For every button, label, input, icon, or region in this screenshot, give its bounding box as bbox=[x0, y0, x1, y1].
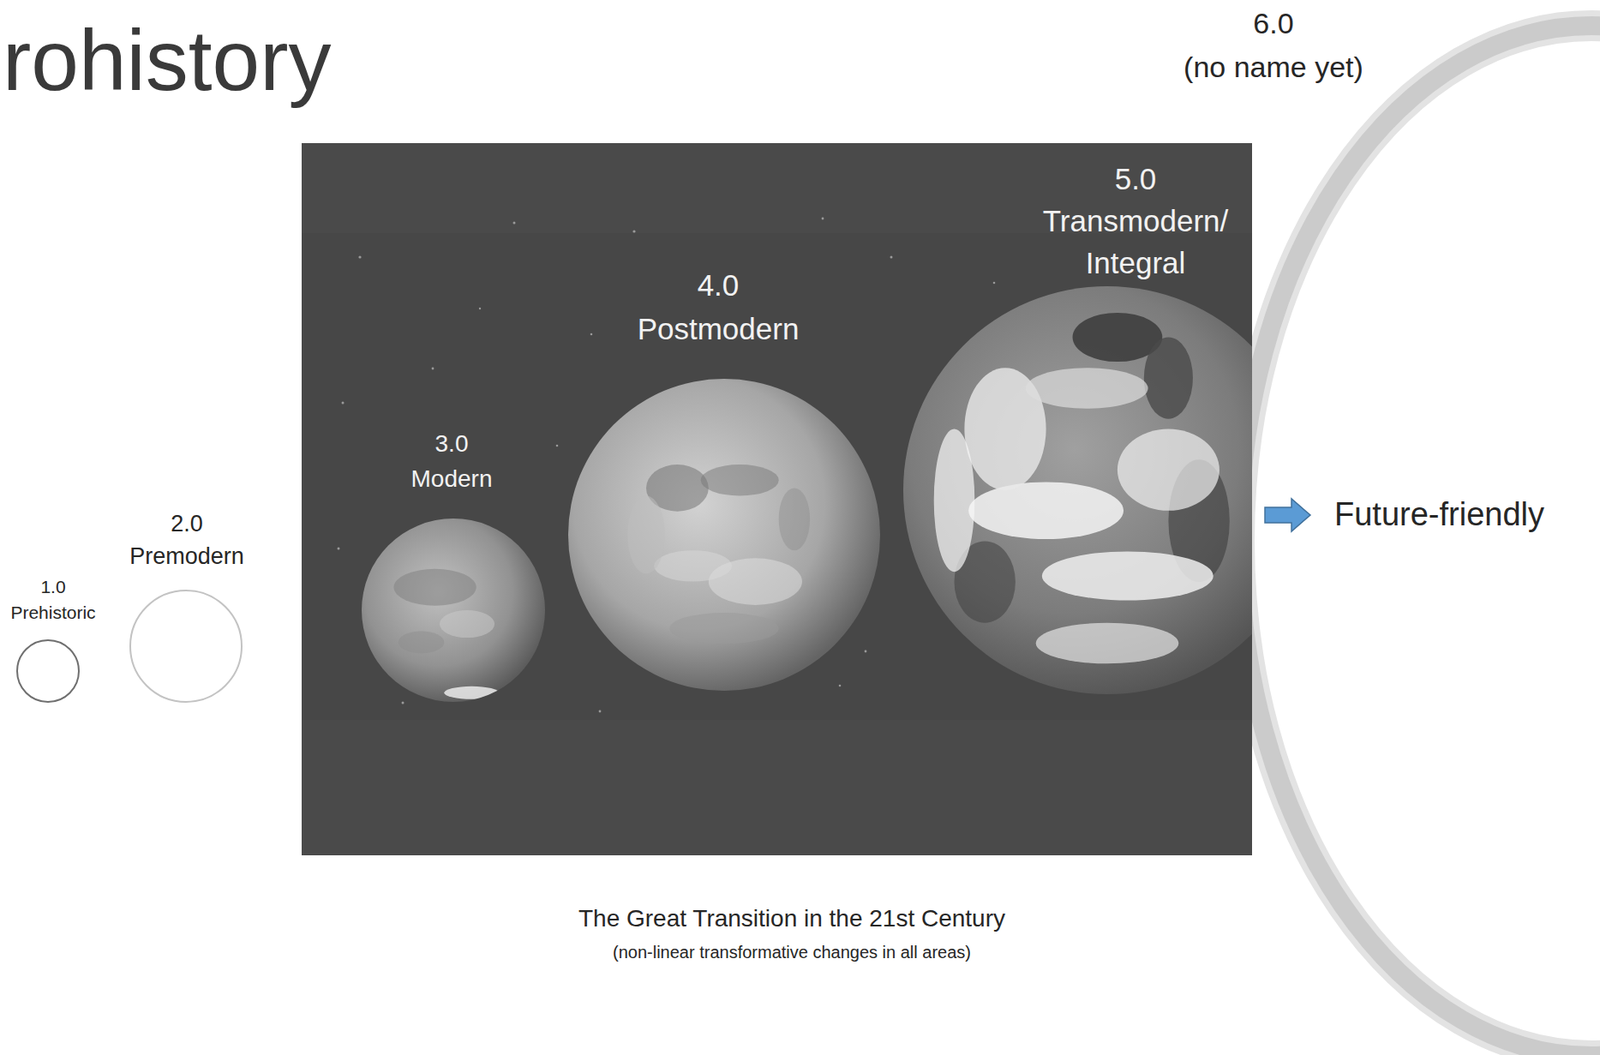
star bbox=[838, 684, 842, 688]
era-circle-outline bbox=[129, 589, 243, 703]
figure-caption: The Great Transition in the 21st Century bbox=[578, 904, 1006, 934]
caption-slot: The Great Transition in the 21st Century bbox=[578, 904, 1006, 934]
star bbox=[337, 547, 341, 551]
star bbox=[479, 307, 481, 310]
surface-feature bbox=[1117, 429, 1220, 511]
star bbox=[632, 229, 636, 233]
planet-surface bbox=[934, 312, 1230, 664]
star bbox=[821, 217, 825, 221]
outcome-label: Future-friendly bbox=[1334, 495, 1545, 535]
title-slot: rohistory bbox=[2, 17, 331, 103]
star bbox=[358, 255, 361, 258]
surface-feature bbox=[1042, 551, 1214, 600]
star bbox=[556, 444, 559, 448]
surface-feature bbox=[443, 686, 499, 700]
label-slot: (non-linear transformative changes in al… bbox=[612, 941, 971, 963]
era-label: 1.0 Prehistoric bbox=[10, 574, 96, 627]
star bbox=[590, 333, 594, 336]
surface-feature bbox=[701, 464, 780, 496]
surface-feature bbox=[934, 429, 976, 573]
era-label: 4.0 Postmodern bbox=[637, 263, 800, 352]
caption-note: (non-linear transformative changes in al… bbox=[612, 941, 971, 963]
era-label: 3.0 Modern bbox=[411, 426, 493, 497]
star bbox=[993, 281, 996, 285]
era-label: 6.0 (no name yet) bbox=[1183, 1, 1364, 90]
surface-feature bbox=[779, 487, 810, 551]
era-circle: 1.0 Prehistoric bbox=[8, 574, 98, 705]
planet-node: 3.0 Modern bbox=[359, 426, 547, 704]
star bbox=[599, 710, 602, 714]
surface-feature bbox=[393, 569, 476, 606]
planet-disc bbox=[568, 378, 881, 691]
star bbox=[401, 701, 405, 705]
era-circle: 2.0 Premodern bbox=[127, 508, 246, 705]
planet-illustration bbox=[361, 518, 546, 702]
planet-node: 4.0 Postmodern bbox=[566, 263, 882, 693]
planet-surface bbox=[627, 464, 810, 644]
page-title: rohistory bbox=[2, 17, 331, 103]
planet-illustration bbox=[903, 286, 1253, 695]
planet-surface bbox=[393, 569, 499, 700]
era-circle-outline bbox=[16, 639, 80, 703]
era-label: 2.0 Premodern bbox=[129, 508, 245, 574]
planet-illustration bbox=[568, 378, 881, 691]
planet-disc bbox=[903, 286, 1253, 695]
star bbox=[431, 367, 435, 371]
surface-feature bbox=[669, 612, 779, 644]
star bbox=[864, 650, 868, 654]
star-field bbox=[337, 217, 996, 714]
surface-feature bbox=[439, 610, 495, 638]
label-slot: Future-friendly bbox=[1334, 495, 1545, 535]
era-label: 5.0 Transmodern/ Integral bbox=[1042, 157, 1229, 284]
surface-feature bbox=[653, 550, 732, 582]
star bbox=[513, 221, 516, 225]
future-arc-halo bbox=[1239, 25, 1600, 1055]
surface-feature bbox=[1025, 367, 1149, 409]
star bbox=[341, 401, 345, 405]
space-image bbox=[301, 143, 1253, 856]
label-slot: 6.0 (no name yet) bbox=[1183, 1, 1364, 90]
planet-node: 5.0 Transmodern/ Integral bbox=[901, 157, 1254, 696]
surface-feature bbox=[1144, 337, 1193, 420]
surface-feature bbox=[1036, 623, 1180, 665]
surface-feature bbox=[627, 496, 666, 575]
block-arrow bbox=[1264, 498, 1311, 532]
surface-feature bbox=[398, 631, 445, 654]
star bbox=[890, 256, 893, 259]
planet-disc bbox=[361, 518, 546, 702]
circle-outline bbox=[17, 640, 79, 702]
surface-feature bbox=[968, 481, 1124, 540]
future-arc bbox=[1239, 25, 1600, 1055]
circle-outline bbox=[130, 590, 242, 702]
